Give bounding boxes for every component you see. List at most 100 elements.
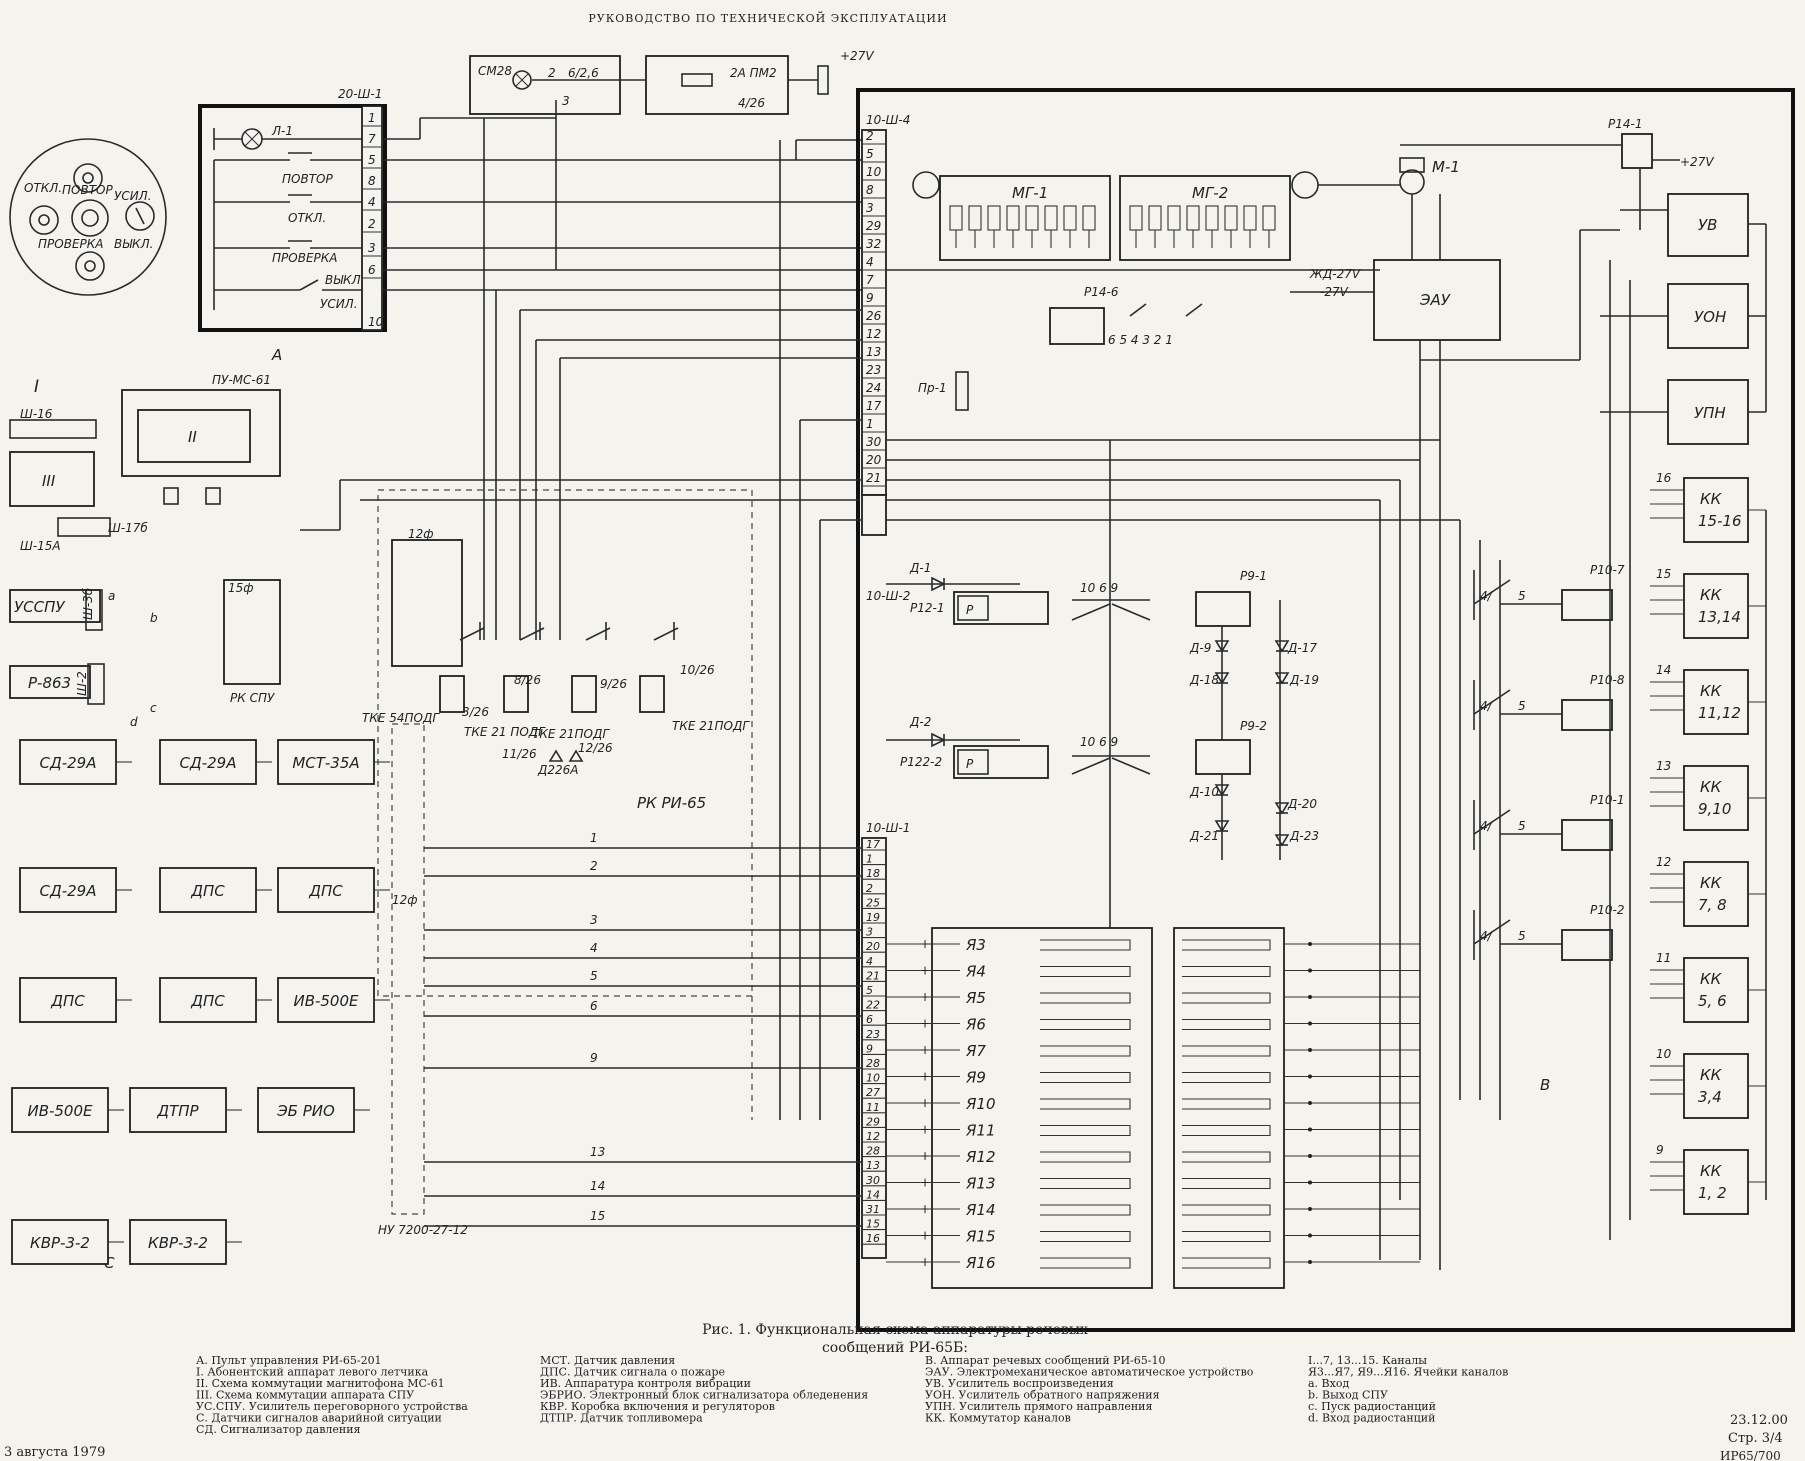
kk-label: КК	[1700, 586, 1723, 604]
face-off-label: ОТКЛ.	[24, 181, 62, 195]
amp-upn-label: УПН	[1694, 404, 1726, 422]
panel-pin: 3	[368, 241, 376, 255]
channel-wire-number: 14	[590, 1179, 605, 1193]
relay-p10-contact: 4/	[1480, 589, 1494, 603]
sh1-pin: 15	[866, 1218, 880, 1231]
kk-label: КК	[1700, 682, 1723, 700]
channel-wire-number: 5	[590, 969, 598, 983]
panel-pin: 4	[368, 195, 376, 209]
sensor-block	[11, 1219, 109, 1265]
relay-p10-contact: 4/	[1480, 929, 1494, 943]
fuse-pin-label: 4/26	[738, 96, 765, 110]
sensor-block	[277, 977, 375, 1023]
diode-d23-label: Д-23	[1289, 829, 1319, 843]
cell-coil-b	[1182, 992, 1271, 1004]
cell-label: Я4	[965, 963, 986, 981]
sensor-block	[129, 1087, 227, 1133]
cell-sign: +	[920, 1255, 930, 1269]
cell-sign: +	[920, 1123, 930, 1137]
cell-sign: +	[920, 1070, 930, 1084]
lamp-fuse-unit: СМ28 2 6/2,6 3 2А ПМ2 4/26 +27V	[469, 49, 874, 270]
cell-coil	[1040, 1230, 1131, 1243]
lamp-pin-2: 2	[548, 66, 556, 80]
amp-uv-block	[1667, 193, 1749, 257]
sh1-pin: 12	[866, 1130, 880, 1143]
sh4-pin: 8	[866, 183, 874, 197]
kk-block	[1683, 1053, 1749, 1119]
contact-group-2: 10 6 9	[1080, 735, 1118, 749]
legend-entry: ИВ. Аппаратура контроля вибрации	[540, 1377, 751, 1390]
legend-entry: ЭАУ. Электромеханическое автоматическое …	[925, 1366, 1254, 1379]
tke-21-c-label: ТКЕ 21ПОДГ	[672, 719, 750, 733]
sensor-label: ДПС	[50, 992, 85, 1010]
connector-sh3b: Ш-3б	[81, 587, 95, 620]
motor-eau: М-1 ЭАУ ЖД-27V -27V	[1290, 157, 1501, 341]
sh1-pin: 27	[866, 1086, 880, 1099]
cell-coil	[1040, 1204, 1131, 1216]
signal-lamp-icon	[512, 70, 532, 90]
sh1-pin: 22	[866, 999, 880, 1012]
mg2-label: МГ-2	[1192, 184, 1228, 202]
panel-switch-amp-label: УСИЛ.	[320, 297, 358, 311]
sensor-block	[11, 1087, 109, 1133]
cell-sign: +	[920, 1176, 930, 1190]
cell-label: Я12	[965, 1148, 996, 1166]
sensor-label: КВР-3-2	[148, 1234, 208, 1252]
relay-p10-label: Р10-2	[1590, 903, 1624, 917]
lamp-pin-62: 6/2,6	[568, 66, 599, 80]
relay-p10-contact-5: 5	[1518, 699, 1526, 713]
relay-p10-contact: 4/	[1480, 699, 1494, 713]
sensor-block	[129, 1219, 227, 1265]
sh1-pin: 4	[866, 955, 873, 968]
legend-entry: ДТПР. Датчик топливомера	[540, 1412, 703, 1425]
caption-line-1: Рис. 1. Функциональная схема аппаратуры …	[702, 1322, 1088, 1338]
cell-label: Я15	[965, 1228, 996, 1246]
junction-dot	[1308, 1074, 1312, 1079]
diode-d20-label: Д-20	[1287, 797, 1317, 811]
kk-pin: 11	[1656, 951, 1671, 965]
relay-pin-1026: 10/26	[680, 663, 715, 677]
cell-coil	[1040, 1124, 1131, 1137]
motor-label: М-1	[1432, 158, 1460, 176]
legend-entry: КК. Коммутатор каналов	[925, 1412, 1071, 1425]
kk-label-num: 11,12	[1698, 704, 1741, 722]
legend-entry: I...7, 13...15. Каналы	[1308, 1354, 1427, 1367]
cell-coil	[1040, 1151, 1131, 1163]
junction-dot	[1308, 1207, 1312, 1211]
sh1-pin: 2	[866, 882, 873, 895]
cell-label: Я6	[965, 1016, 986, 1034]
letter-b: b	[150, 611, 158, 625]
panel-btn-repeat-label: ПОВТОР	[282, 172, 333, 186]
relay-p9-1-label: Р9-1	[1240, 569, 1267, 583]
diode-icon	[568, 749, 584, 762]
conn-12f-lower-label: 12ф	[392, 893, 418, 907]
sh1-pin: 5	[866, 984, 873, 997]
power-zhd27-label: ЖД-27V	[1309, 267, 1361, 281]
channel-wire-number: 15	[590, 1209, 605, 1223]
panel-btn-off-label: ОТКЛ.	[288, 211, 326, 225]
relay-p10-contact-5: 5	[1518, 819, 1526, 833]
kk-label: КК	[1700, 1066, 1723, 1084]
sh1-pin: 16	[866, 1232, 880, 1245]
cell-sign: +	[920, 937, 930, 951]
pu-ms61-label: ПУ-МС-61	[212, 373, 271, 387]
cell-coil-b	[1182, 1151, 1271, 1163]
diode-d1-label: Д-1	[909, 561, 931, 575]
cell-label: Я9	[965, 1069, 986, 1087]
panel-pin: 8	[368, 174, 376, 188]
relays-p9: Р9-1 Р9-2 Д-9 Д-17 Д-18 Д-19 Д-10 Д-20 Д…	[1189, 569, 1319, 860]
sh4-pin: 32	[866, 237, 881, 251]
channel-wire-number: 2	[590, 859, 598, 873]
cell-coil	[1040, 1257, 1131, 1269]
legend-entry: УПН. Усилитель прямого направления	[925, 1400, 1153, 1413]
sh4-pin: 20	[866, 453, 882, 467]
amp-uv-label: УВ	[1698, 216, 1717, 234]
sh1-pin: 20	[866, 940, 880, 953]
letter-a: a	[108, 589, 115, 603]
relay-p10-label: Р10-7	[1590, 563, 1625, 577]
diode-d9-label: Д-9	[1189, 641, 1211, 655]
sensor-label: ИВ-500Е	[27, 1102, 93, 1120]
fuse-pr1-icon	[955, 371, 969, 411]
panel-wires	[382, 117, 862, 291]
kk-label-num: 7, 8	[1698, 896, 1727, 914]
